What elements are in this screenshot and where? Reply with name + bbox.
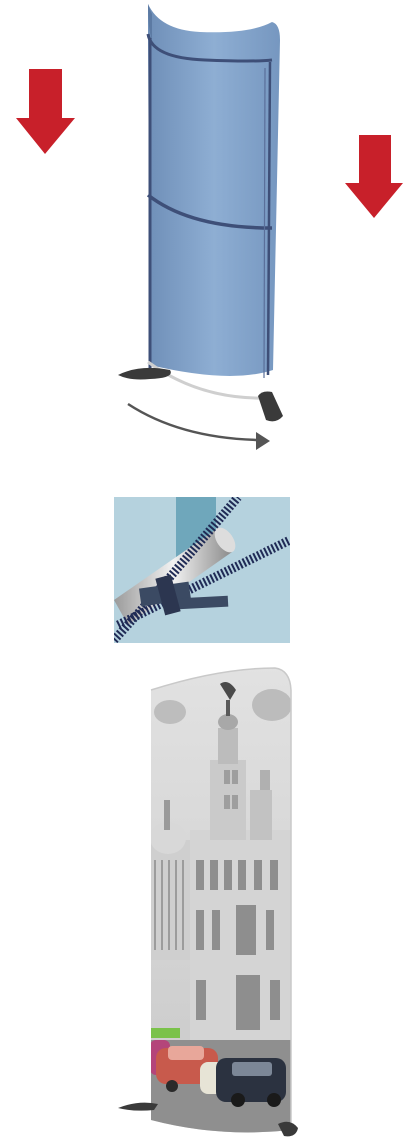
curved-rotate-arrow-icon <box>128 404 270 450</box>
printed-banner <box>118 660 298 1138</box>
down-arrow-icon <box>345 135 403 218</box>
fabric-frame <box>118 4 283 421</box>
zipper-detail <box>114 497 290 643</box>
down-arrow-icon <box>16 69 75 154</box>
